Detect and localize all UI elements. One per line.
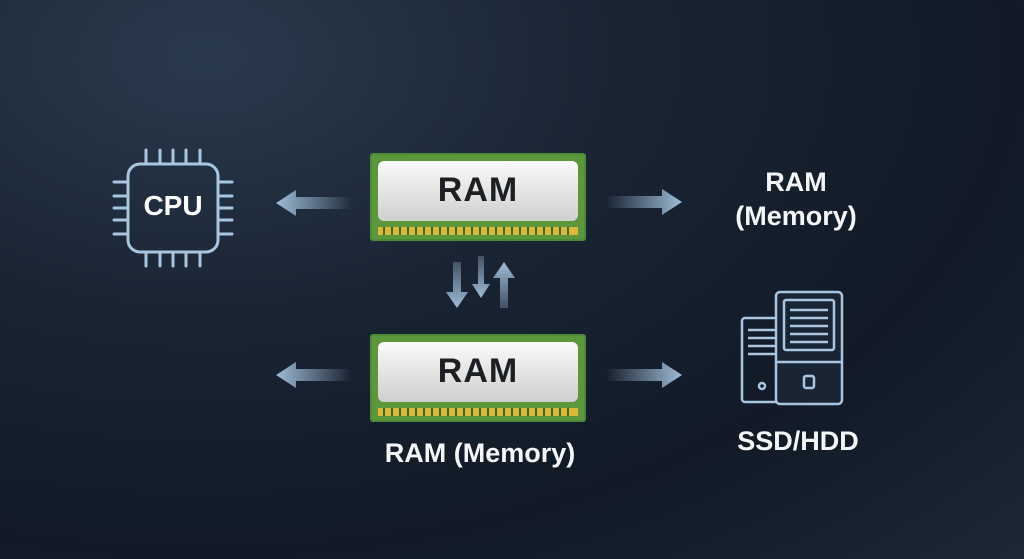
storage-label: SSD/HDD (737, 426, 859, 456)
arrow-right-top (606, 189, 682, 215)
cpu-label: CPU (143, 190, 203, 221)
ram-bottom-label: RAM (437, 352, 519, 390)
arrow-left-top (276, 190, 352, 216)
ram-module-top: RAM (370, 153, 586, 241)
cpu-node: CPU (110, 148, 236, 268)
arrow-down-icon (446, 262, 468, 308)
ram-bottom-caption: RAM (Memory) (384, 438, 576, 468)
ram-memory-label: RAM (Memory) (706, 165, 886, 233)
arrow-up-icon (493, 262, 515, 308)
cpu-chip-icon (112, 148, 234, 268)
arrow-left-bottom (276, 362, 352, 388)
ram-stick-icon (370, 153, 586, 241)
server-storage-icon (740, 290, 844, 406)
ram-top-label: RAM (437, 171, 519, 209)
arrow-down-icon (472, 256, 490, 298)
ram-memory-line2: (Memory) (735, 201, 857, 231)
vertical-transfer-arrows (446, 256, 515, 308)
arrow-right-bottom (606, 362, 682, 388)
ram-stick-icon (370, 334, 586, 422)
ram-memory-line1: RAM (765, 167, 827, 197)
ram-module-bottom: RAM (370, 334, 586, 422)
